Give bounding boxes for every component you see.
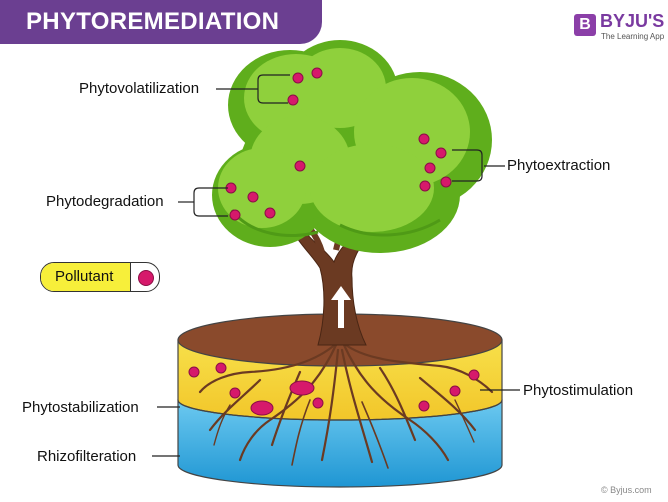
- brand-logo-mark: B: [574, 14, 596, 36]
- pollutant-legend: Pollutant: [40, 262, 160, 292]
- title-banner: PHYTOREMEDIATION: [0, 0, 322, 44]
- copyright: © Byjus.com: [601, 485, 652, 495]
- label-phytostabilization: Phytostabilization: [22, 399, 139, 416]
- label-phytoextraction: Phytoextraction: [507, 157, 610, 174]
- label-phytostimulation: Phytostimulation: [523, 382, 633, 399]
- label-phytovolatilization: Phytovolatilization: [79, 80, 199, 97]
- label-phytodegradation: Phytodegradation: [46, 193, 164, 210]
- legend-label: Pollutant: [55, 268, 113, 285]
- page-title: PHYTOREMEDIATION: [26, 8, 279, 36]
- legend-label-area: Pollutant: [41, 263, 131, 291]
- brand-name: BYJU'S: [600, 11, 664, 32]
- brand-tagline: The Learning App: [601, 32, 664, 41]
- canopy: [212, 40, 492, 253]
- label-rhizofilteration: Rhizofilteration: [37, 448, 136, 465]
- pollutant-icon: [138, 270, 154, 286]
